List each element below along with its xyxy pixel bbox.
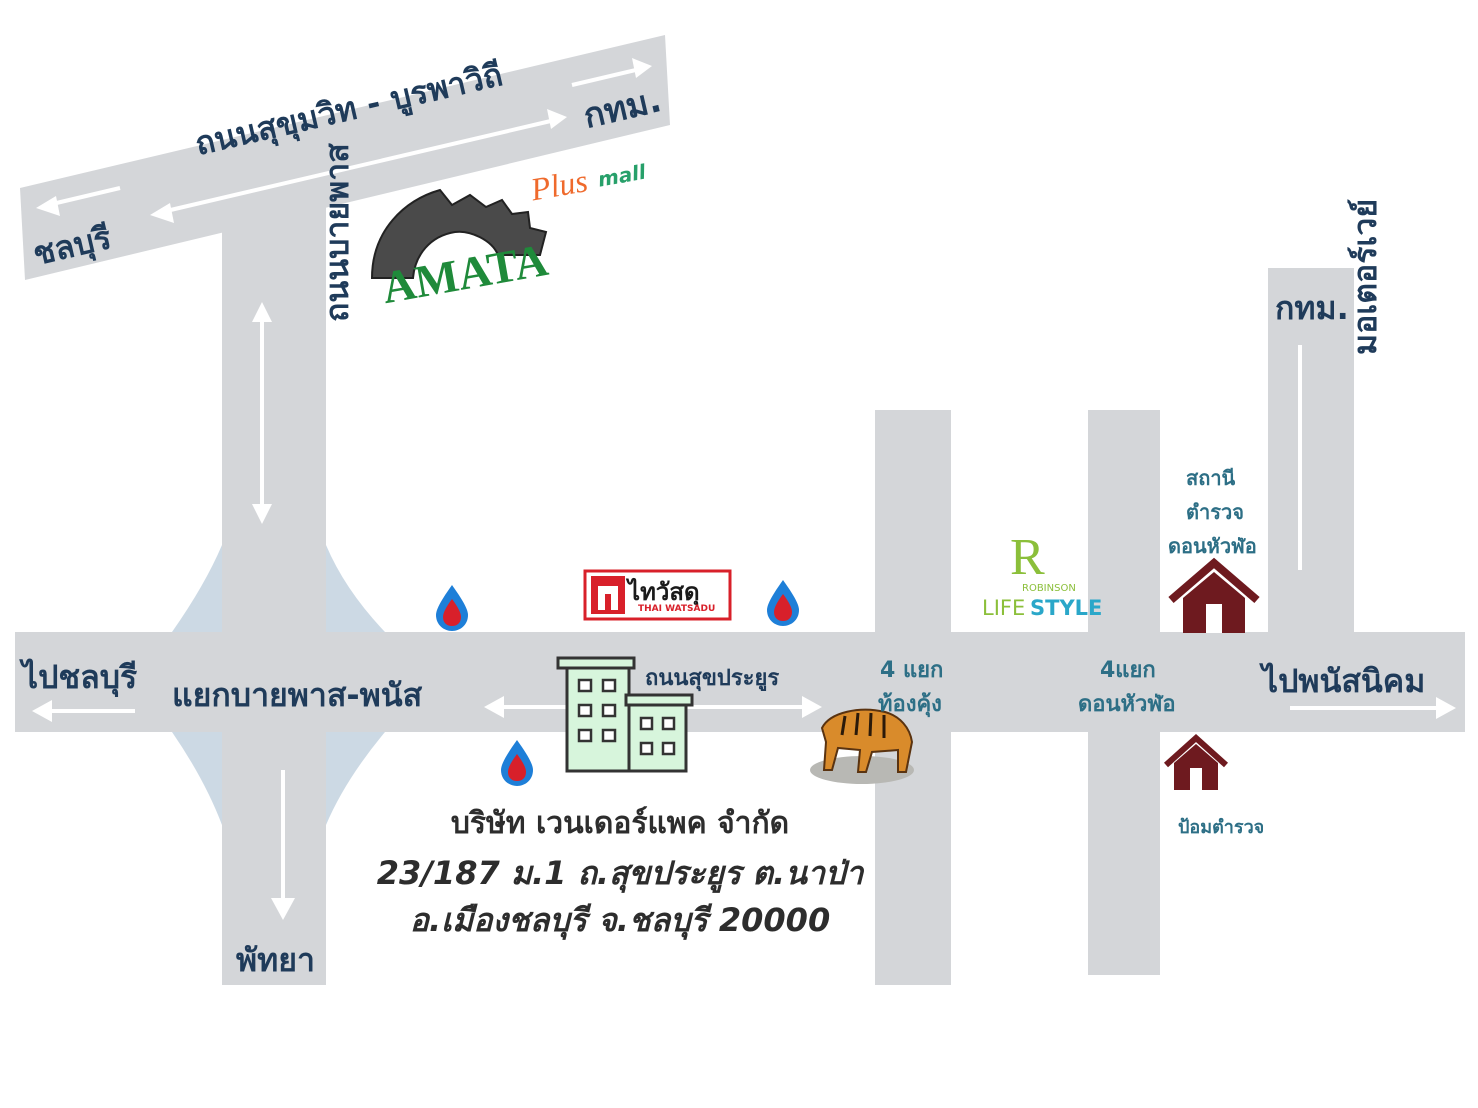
police-station-label-line2: ตำรวจ <box>1186 500 1244 524</box>
police-box-label: ป้อมตำรวจ <box>1178 817 1265 838</box>
thai-watsadu-en-text: THAI WATSADU <box>638 604 716 614</box>
donhuapho-junction-line2: ดอนหัวฬ่อ <box>1078 692 1176 717</box>
direction-arrows <box>32 58 1456 920</box>
company-address-line1: 23/187 ม.1 ถ.สุขประยูร ต.นาป่า <box>376 854 864 892</box>
pattaya-label: พัทยา <box>236 941 315 979</box>
arrowhead-to-phanat <box>1436 697 1456 719</box>
amata-gear-shape <box>370 188 548 279</box>
road-bypass <box>222 190 326 985</box>
ptt-station-left-icon <box>436 585 468 631</box>
thai-watsadu-logo-icon <box>583 569 732 621</box>
ptt-drop-inner <box>508 754 526 781</box>
police-box-roof <box>1163 733 1229 768</box>
robinson-name-text: ROBINSON <box>1022 583 1076 594</box>
thai-watsadu-thai-text: ไทวัสดุ <box>628 578 700 606</box>
robinson-style-text: STYLE <box>1030 596 1103 620</box>
road-motorway <box>1268 268 1354 636</box>
sukprayoon-road-label: ถนนสุขประยูร <box>645 666 780 691</box>
amata-logo-icon <box>370 188 548 279</box>
police-station-door <box>1206 604 1222 633</box>
to-phanat-label: ไปพนัสนิคม <box>1262 662 1426 700</box>
arrowhead-sukhumvit-top <box>632 58 652 78</box>
office-building-icon <box>556 656 694 773</box>
arrowhead-bypass-down <box>252 504 272 524</box>
company-address-line2: อ.เมืองชลบุรี จ.ชลบุรี 20000 <box>409 901 831 939</box>
road-thongkung <box>875 410 951 985</box>
donhuapho-junction-line1: 4แยก <box>1100 658 1156 683</box>
loop-bottom-right <box>326 732 385 825</box>
arrowhead-sukhumvit-mid-r <box>547 109 567 129</box>
arrowhead-sukprayoon-l <box>484 696 504 718</box>
to-chonburi-label: ไปชลบุรี <box>22 658 138 696</box>
thai-watsadu-mark <box>591 576 625 614</box>
police-box-door <box>1190 768 1202 790</box>
road-network <box>15 35 1465 985</box>
road-sukhumvit <box>20 35 670 280</box>
loop-top-left <box>172 545 222 632</box>
police-box-icon <box>1163 733 1229 790</box>
arrowhead-chonburi-top <box>36 196 60 216</box>
police-station-label-line3: ดอนหัวฬ่อ <box>1168 534 1257 558</box>
robinson-lifestyle-logo-icon <box>1010 536 1048 584</box>
company-name: บริษัท เวนเดอร์แพค จำกัด <box>450 806 790 841</box>
ptt-station-bottom-icon <box>501 740 533 786</box>
tiger-stripes <box>840 712 886 738</box>
building-windows <box>577 678 676 756</box>
loop-top-right <box>326 545 385 632</box>
bypass-road-label: ถนนบายพาส <box>318 143 356 322</box>
thai-watsadu-mark-glyph <box>598 586 618 610</box>
robinson-r-text: R <box>1010 529 1045 586</box>
loop-bottom-left <box>172 732 222 825</box>
arrowhead-sukhumvit-mid-l <box>150 203 174 223</box>
arrowhead-pattaya <box>271 898 295 920</box>
ptt-drop-inner <box>774 594 792 621</box>
robinson-mark-bg <box>1010 536 1048 584</box>
police-station-body <box>1183 572 1245 633</box>
police-station-label-line1: สถานี <box>1186 466 1236 490</box>
bypass-phanat-junction-label: แยกบายพาส-พนัส <box>172 676 423 714</box>
tiger-statue-icon <box>810 708 914 784</box>
road-donhuapho <box>1088 410 1160 975</box>
building-tower <box>565 666 631 773</box>
arrow-sukhumvit-top <box>571 67 641 87</box>
arrow-chonburi-top <box>47 186 121 207</box>
ptt-station-right-icon <box>767 580 799 626</box>
road-sukprayoon <box>15 632 1465 732</box>
thongkung-junction-line1: 4 แยก <box>880 658 944 683</box>
arrow-sukhumvit-mid <box>161 118 556 214</box>
police-box-body <box>1174 744 1218 790</box>
robinson-life-text: LIFE <box>982 596 1026 620</box>
arrowhead-to-chonburi <box>32 700 52 722</box>
bangkok-right-label: กทม. <box>1275 289 1349 327</box>
interchange-loops <box>172 545 385 825</box>
police-station-icon <box>1168 557 1260 633</box>
police-station-roof <box>1168 557 1260 604</box>
building-annex <box>627 703 688 773</box>
ptt-drop-inner <box>443 599 461 626</box>
arrowhead-bypass-up <box>252 302 272 322</box>
arrowhead-sukprayoon-r <box>802 696 822 718</box>
thongkung-junction-line2: ท้องคุ้ง <box>878 692 942 717</box>
